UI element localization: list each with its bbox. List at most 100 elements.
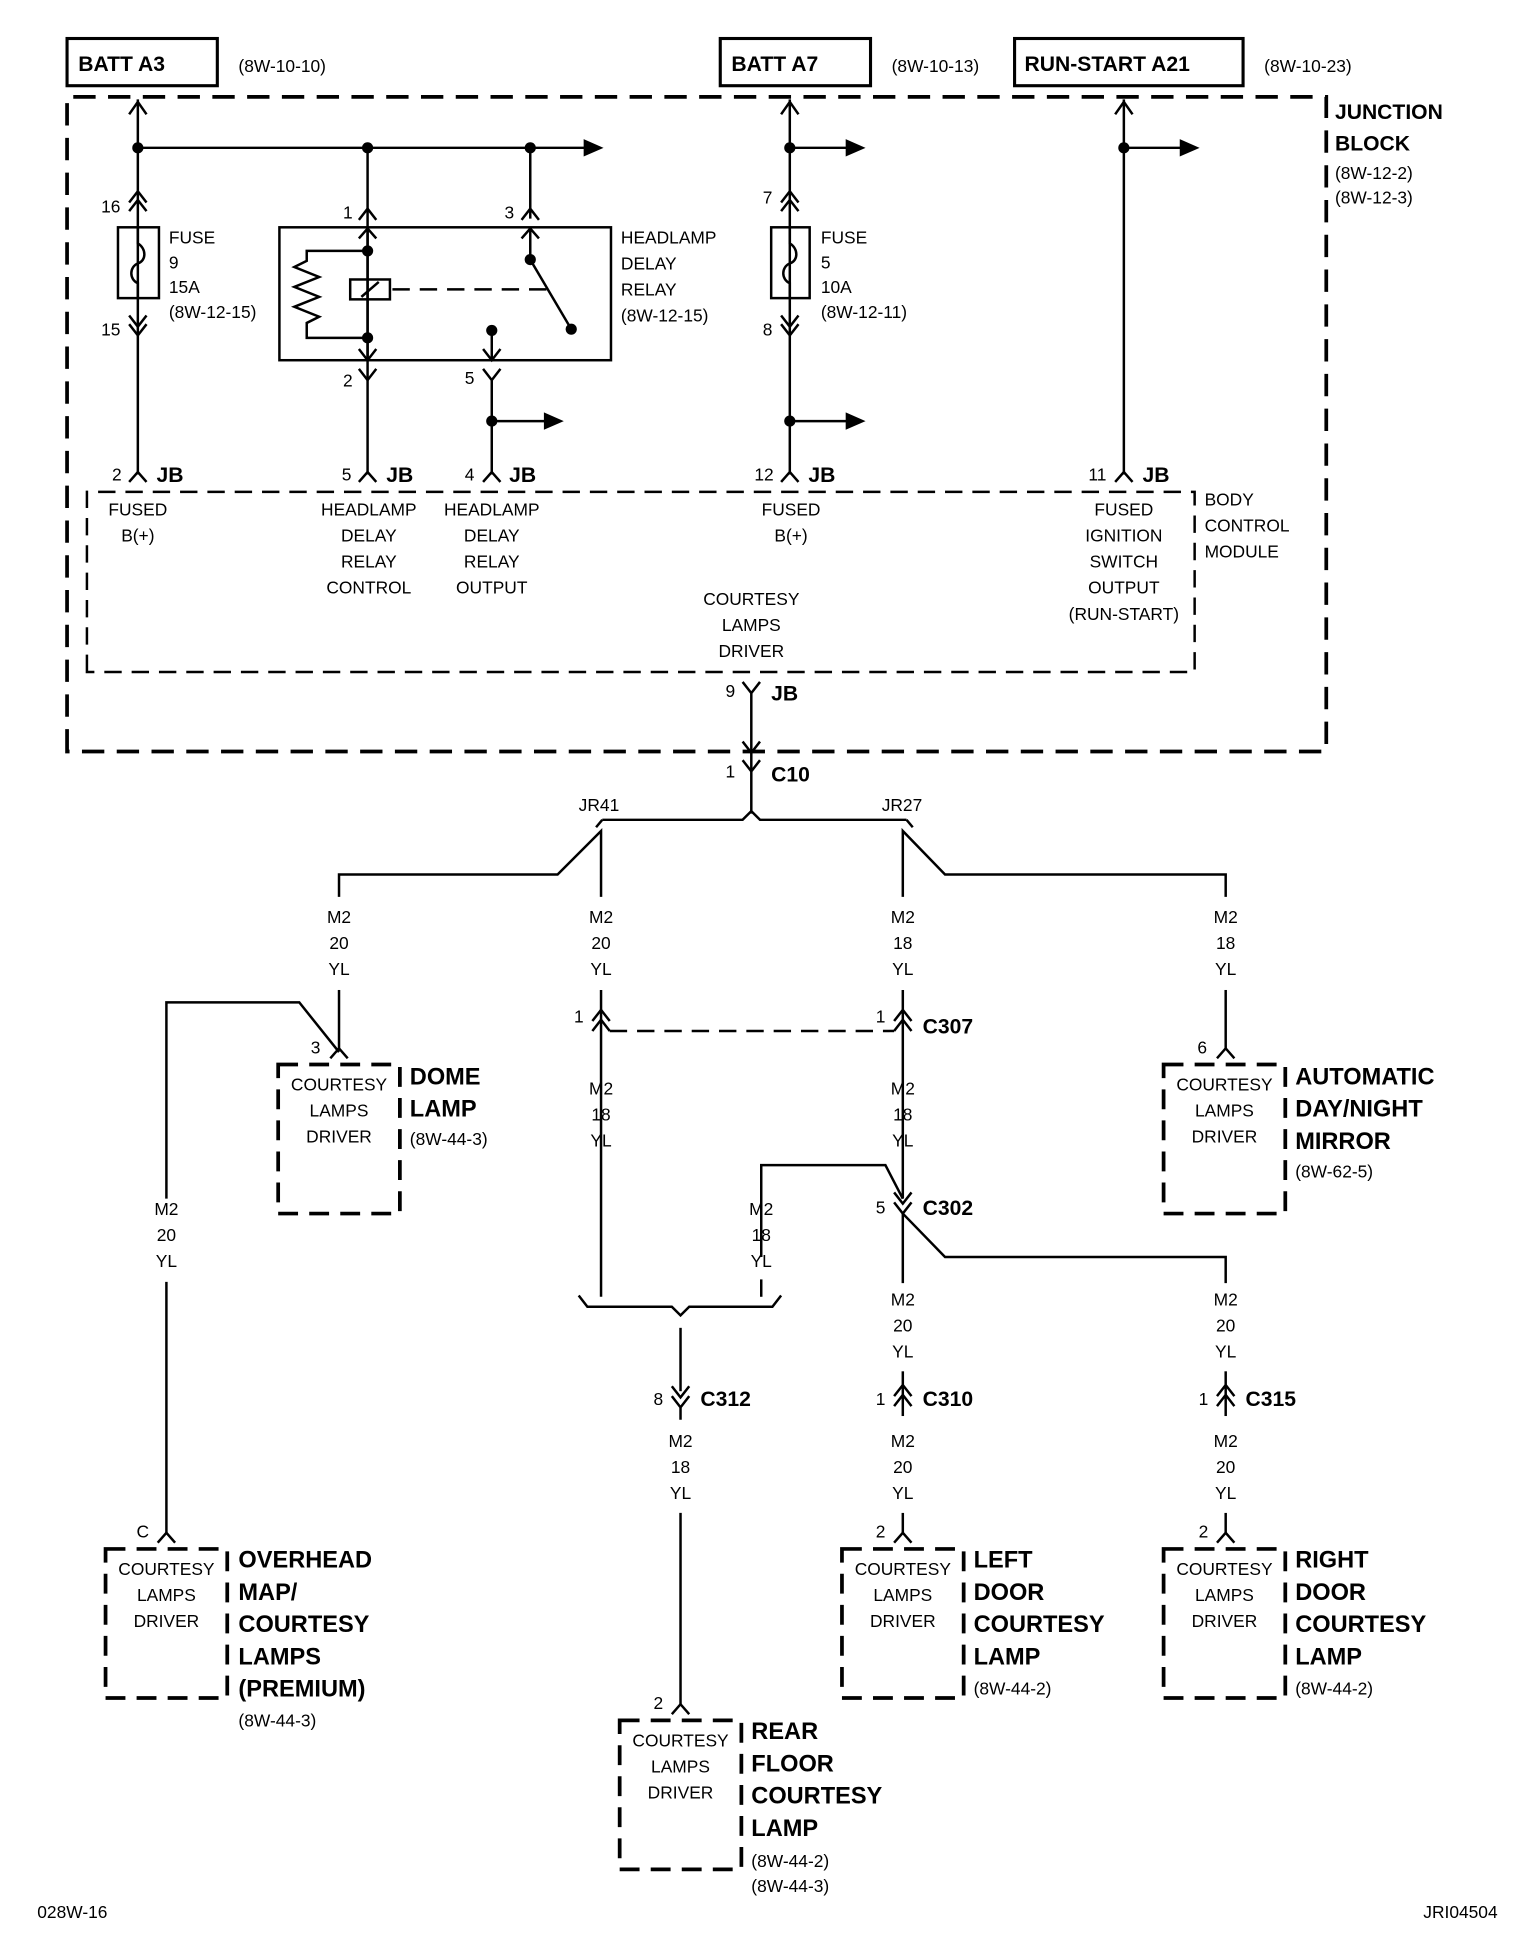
connector-name: JB [509,464,536,487]
splice-dot [361,245,374,257]
connector-name: C315 [1246,1388,1297,1411]
wire-gauge: 20 [893,1457,912,1477]
wire-gauge: 20 [1216,1457,1235,1477]
wire-circuit: M2 [891,907,915,927]
connector-symbol [482,348,502,363]
component-ref: (8W-44-3) [410,1129,488,1149]
connector-symbol [780,99,800,115]
wire-circuit: M2 [749,1199,773,1219]
bcm-output-label: DRIVER [718,641,784,661]
bcm-pin-label: HEADLAMP [321,499,417,519]
source-label: BATT A7 [731,53,818,76]
bcm-title: BODY [1205,490,1255,510]
component-name: COURTESY [974,1611,1105,1637]
component-outline [276,1062,402,1216]
connector-symbol [357,368,378,383]
connector-symbol [1114,470,1134,483]
pin-number: 11 [1088,465,1106,485]
component-name: DOOR [974,1579,1045,1605]
connector-symbol [893,1382,913,1407]
pin-number: 3 [311,1037,321,1057]
overhead-lamp-branch: M2 20 YL C COURTESY LAMPS DRIVER OVERHEA… [103,1199,372,1731]
fuse-title: FUSE [169,227,215,247]
dome-lamp-branch: 3 COURTESY LAMPS DRIVER DOME LAMP (8W-44… [165,989,488,1216]
component-ref: (8W-44-3) [238,1711,316,1731]
mirror-branch: 6 COURTESY LAMPS DRIVER AUTOMATIC DAY/NI… [1161,989,1434,1216]
relay-label: DELAY [621,254,677,274]
pin-number: 1 [574,1006,584,1026]
connector-symbol [1216,1382,1236,1407]
source-label: RUN-START A21 [1025,53,1191,76]
junction-block-title: BLOCK [1335,132,1411,155]
pin-number: 7 [763,188,773,208]
right-door-branch: 1 C315 M2 20 YL 2 COURTESY LAMPS DRIVER … [1161,1371,1426,1700]
arrow-icon [1179,139,1200,157]
wire-circuit: M2 [891,1078,915,1098]
pin-number: 1 [876,1006,886,1026]
connector-symbol [156,1530,177,1544]
component-inner-label: DRIVER [134,1611,200,1631]
relay-box [278,226,613,362]
wire-color: YL [590,1130,612,1150]
component-inner-label: COURTESY [1176,1075,1273,1095]
wire [901,827,1227,897]
pin-number: 2 [653,1693,663,1713]
fuse-rating: 10A [821,277,852,297]
rear-floor-lamp: 2 COURTESY LAMPS DRIVER REAR FLOOR COURT… [617,1693,883,1896]
pin-number: 2 [876,1522,886,1542]
splice-bracket [577,1294,783,1318]
pin-number: 5 [342,465,352,485]
c307-connector: 1 1 C307 M2 18 YL M2 18 YL [574,989,973,1297]
pin-number: 2 [343,370,353,390]
wire-color: YL [892,1483,914,1503]
component-ref: (8W-44-2) [1295,1678,1373,1698]
wire-color: YL [1215,1342,1237,1362]
connector-symbol [357,348,378,363]
wire-circuit: M2 [1214,1431,1238,1451]
bcm-title: CONTROL [1205,516,1290,536]
component-name: RIGHT [1295,1547,1369,1573]
fuse-number: 9 [169,252,179,272]
component-outline [1161,1062,1288,1216]
component-inner-label: LAMPS [1195,1585,1254,1605]
fuse-rating: 15A [169,277,200,297]
component-name: COURTESY [1295,1611,1426,1637]
source-run-start-a21: RUN-START A21 (8W-10-23) [1013,36,1352,88]
connector-symbol [780,314,800,338]
junction-block: JUNCTION BLOCK (8W-12-2) (8W-12-3) [65,95,1443,754]
wire-label-jr27-down: M2 18 YL [891,907,915,979]
pin-number: 1 [876,1389,886,1409]
wire-gauge: 20 [1216,1316,1235,1336]
component-name: (PREMIUM) [238,1676,365,1702]
component-name: COURTESY [238,1611,369,1637]
wire-color: YL [892,1130,914,1150]
component-name: FLOOR [751,1750,834,1776]
connector-symbol [893,1007,913,1032]
source-batt-a7: BATT A7 (8W-10-13) [718,36,979,88]
left-door-branch: 1 C310 M2 20 YL 2 COURTESY LAMPS DRIVER … [840,1371,1105,1700]
wire-label-mirror: M2 18 YL [1214,907,1238,979]
arrow-icon [583,139,604,157]
pin-number: 3 [504,203,514,223]
component-inner-label: DRIVER [1192,1611,1258,1631]
fuse-title: FUSE [821,227,867,247]
wire [602,809,907,822]
junction-block-ref: (8W-12-2) [1335,163,1413,183]
wire-circuit: M2 [154,1199,178,1219]
bcm-pin-label: B(+) [121,526,154,546]
connector-name: C10 [771,763,810,786]
switch-contact [565,323,577,335]
component-outline [1161,1547,1288,1700]
connector-symbol [357,470,378,483]
splice-label: JR41 [579,795,620,815]
wire-circuit: M2 [668,1431,692,1451]
relay-label: RELAY [621,280,677,300]
relay-coil-icon [348,278,392,301]
wire-gauge: 20 [591,933,610,953]
bcm-pin-label: RELAY [341,552,397,572]
wire-circuit: M2 [1214,1289,1238,1309]
wire-circuit: M2 [891,1289,915,1309]
wire [760,1163,904,1258]
component-name: LEFT [974,1547,1034,1573]
switch-contact [524,254,536,266]
